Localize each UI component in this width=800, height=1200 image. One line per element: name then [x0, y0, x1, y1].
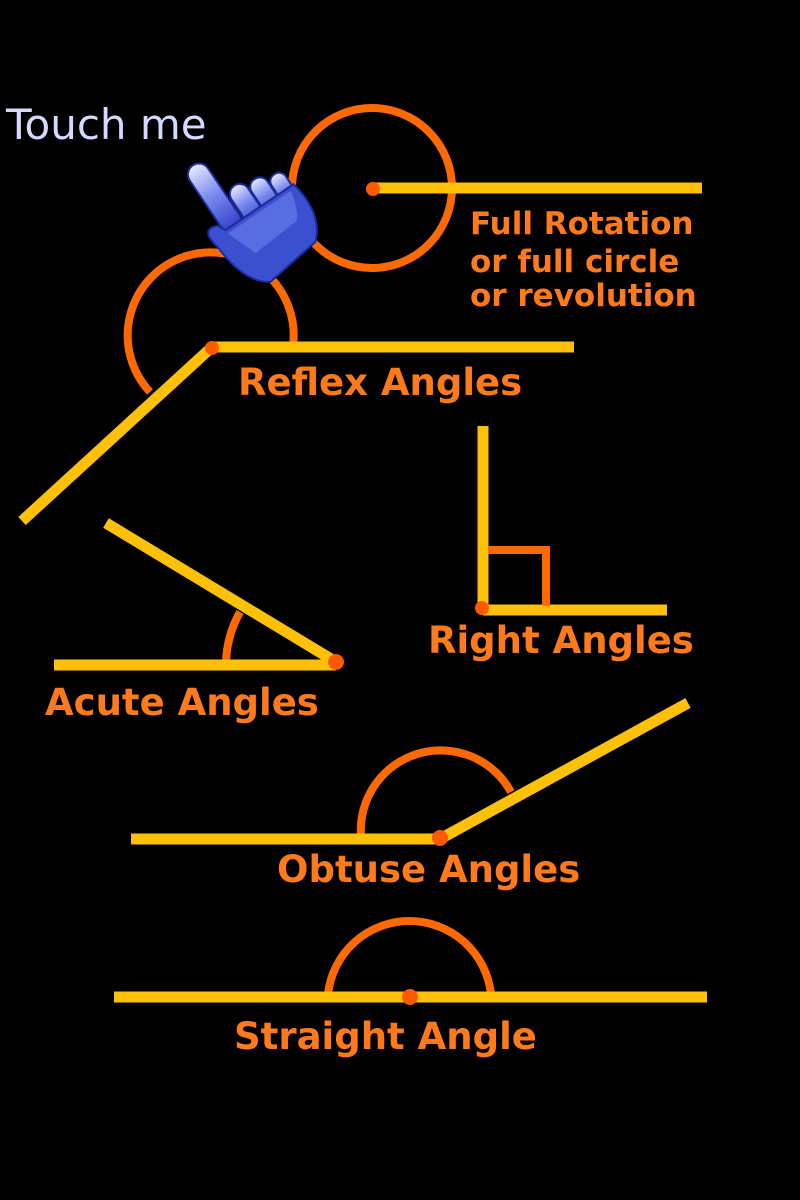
obtuse-angles-label: Obtuse Angles: [277, 848, 581, 891]
straight-vertex: [402, 989, 418, 1005]
straight-angle-label: Straight Angle: [234, 1015, 537, 1058]
obtuse-arc: [356, 746, 515, 837]
right-angle-mark: [488, 546, 550, 606]
pointing-hand-icon[interactable]: [171, 123, 334, 296]
right-angles-label: Right Angles: [428, 619, 694, 662]
touch-me-label: Touch me: [6, 100, 207, 149]
full-rotation-label: Full Rotation or full circle or revoluti…: [470, 205, 697, 315]
right-vertex: [475, 601, 489, 615]
full-rotation-vertex: [366, 182, 380, 196]
reflex-arc: [123, 248, 298, 395]
full-rotation-label-line3: or revolution: [470, 278, 697, 314]
right-figure[interactable]: [475, 426, 667, 616]
acute-ray-diagonal: [103, 518, 339, 667]
straight-arc: [324, 917, 495, 995]
acute-vertex: [328, 654, 344, 670]
acute-angles-label: Acute Angles: [45, 681, 319, 724]
obtuse-ray-diagonal: [437, 698, 691, 844]
reflex-angles-label: Reflex Angles: [238, 361, 523, 404]
obtuse-vertex: [432, 830, 448, 846]
straight-figure[interactable]: [114, 917, 707, 1005]
reflex-ray-diagonal: [18, 342, 216, 526]
acute-arc: [222, 610, 244, 663]
full-rotation-label-line1: Full Rotation: [470, 206, 694, 242]
acute-figure[interactable]: [54, 518, 344, 671]
reflex-vertex: [205, 341, 219, 355]
full-rotation-label-line2: or full circle: [470, 244, 680, 280]
reflex-figure[interactable]: [18, 248, 574, 526]
obtuse-figure[interactable]: [131, 698, 691, 846]
